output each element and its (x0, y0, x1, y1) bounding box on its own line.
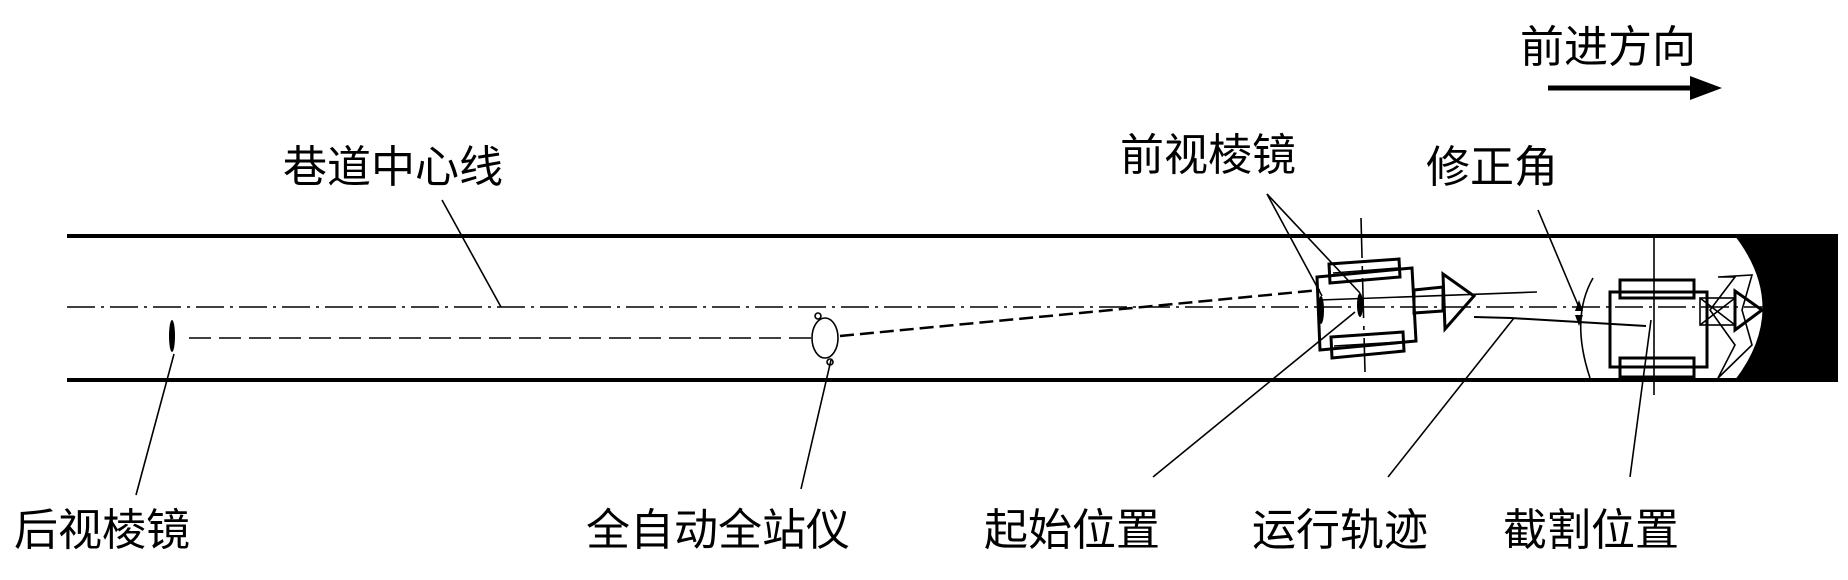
tunnel (67, 234, 1838, 382)
correction-angle-arc (1579, 277, 1594, 379)
roadheader-cutting-icon (1608, 235, 1765, 395)
cutting-position-label: 截割位置 (1503, 505, 1679, 556)
trajectory-label: 运行轨迹 (1252, 505, 1428, 556)
rear-prism-label: 后视棱镜 (14, 505, 190, 556)
centerline-label: 巷道中心线 (283, 142, 503, 193)
front-prism-label: 前视棱镜 (1120, 130, 1296, 181)
total-station-label: 全自动全站仪 (586, 505, 850, 556)
working-face (1735, 236, 1838, 380)
total-station-icon (811, 312, 839, 366)
direction-label: 前进方向 (1520, 22, 1696, 73)
direction-arrow-icon (1548, 76, 1722, 100)
correction-angle-label: 修正角 (1426, 142, 1558, 193)
rear-prism-icon (169, 320, 175, 352)
start-position-label: 起始位置 (984, 505, 1160, 556)
roadheader-start-icon (1315, 217, 1477, 373)
